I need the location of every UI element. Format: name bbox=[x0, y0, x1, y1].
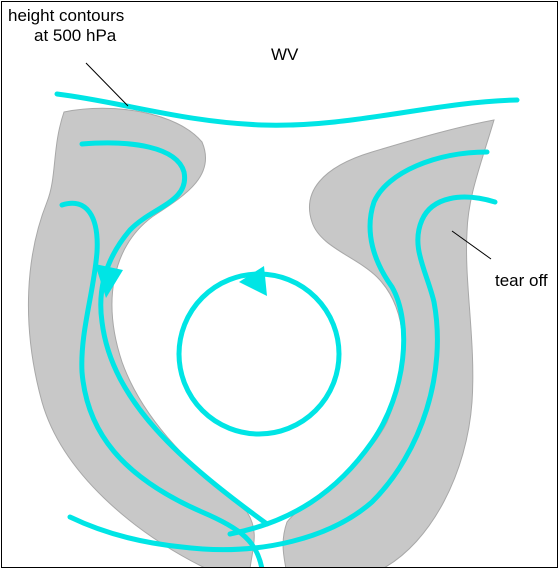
wv-label: WV bbox=[271, 45, 298, 65]
cloud-band-left bbox=[28, 108, 254, 568]
circulation-circle bbox=[179, 274, 339, 434]
circulation-arrowhead bbox=[239, 266, 267, 296]
tear-off-label: tear off bbox=[495, 271, 548, 291]
height-contours-label-line2: at 500 hPa bbox=[34, 26, 116, 46]
height-contours-label-line1: height contours bbox=[8, 6, 124, 26]
